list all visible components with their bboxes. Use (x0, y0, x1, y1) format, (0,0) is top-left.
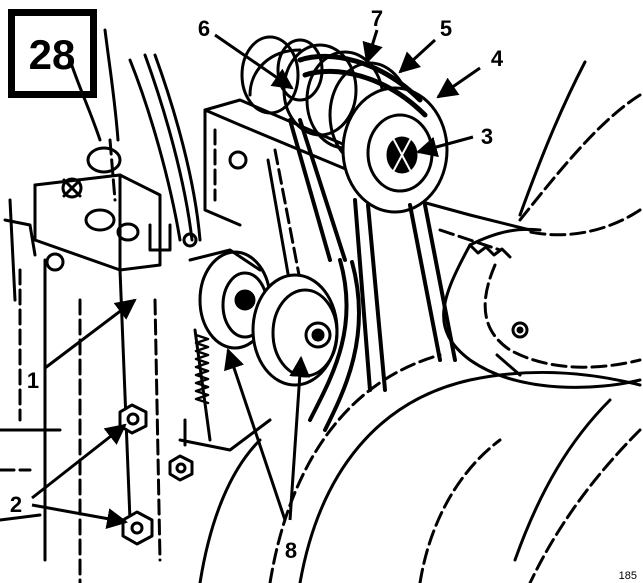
bolt-upper (118, 403, 148, 435)
leader-7 (362, 29, 383, 65)
tension-spring (194, 333, 210, 405)
bolt-lower (121, 510, 154, 546)
lower-housing (198, 353, 642, 583)
callout-labels: 1 2 3 4 5 6 7 8 (10, 6, 504, 563)
drive-belts (266, 118, 457, 432)
leader-2b (31, 503, 129, 529)
leader-4 (436, 66, 481, 99)
leader-2a (31, 423, 127, 500)
upper-pulley (282, 43, 449, 214)
callout-3: 3 (481, 124, 493, 149)
callout-7: 7 (371, 6, 383, 31)
callout-8: 8 (285, 538, 297, 563)
reference-code: 185 (619, 570, 637, 582)
leader-6 (214, 33, 294, 90)
callout-6: 6 (198, 16, 210, 41)
callout-5: 5 (440, 16, 452, 41)
bolt-bracket (168, 454, 194, 482)
control-lever (68, 28, 202, 242)
auger-housing (413, 60, 642, 583)
leader-8a (224, 348, 287, 521)
leader-8b (288, 355, 311, 521)
leader-3 (415, 135, 474, 158)
idler-pulleys (178, 248, 339, 452)
frame-bracket (0, 173, 198, 583)
callout-2: 2 (10, 492, 22, 517)
figure-number: 28 (29, 31, 76, 78)
leader-1 (44, 298, 137, 370)
callout-leaders (31, 29, 481, 529)
callout-1: 1 (27, 368, 39, 393)
leader-5 (398, 38, 437, 74)
figure-number-badge: 28 (8, 9, 97, 98)
callout-4: 4 (491, 46, 504, 71)
